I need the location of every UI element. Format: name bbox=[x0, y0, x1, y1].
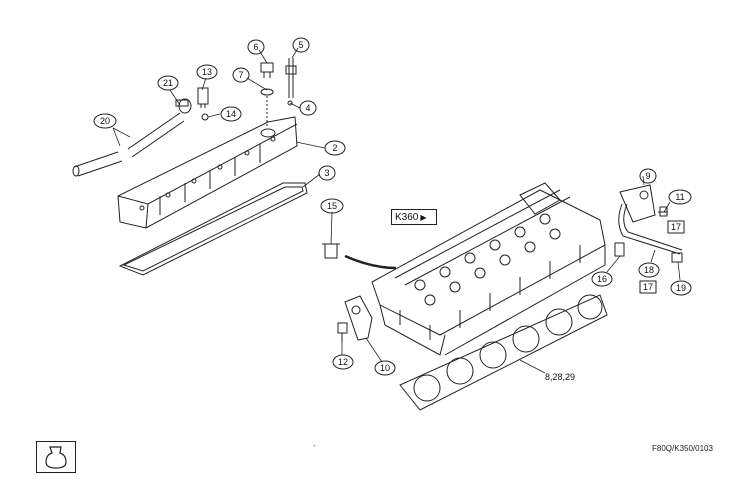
callout-10: 10 bbox=[374, 360, 396, 376]
svg-text:11: 11 bbox=[675, 192, 684, 202]
svg-text:20: 20 bbox=[100, 116, 110, 126]
oil-filler-cap bbox=[260, 62, 274, 78]
figure-code: F80Q/K350/0103 bbox=[652, 444, 713, 453]
svg-text:18: 18 bbox=[644, 265, 654, 275]
union-right bbox=[671, 252, 683, 263]
tick-mark: - bbox=[313, 441, 316, 450]
leader-lines bbox=[112, 47, 681, 374]
svg-text:5: 5 bbox=[298, 40, 303, 50]
rocker-cover-gasket bbox=[118, 182, 308, 276]
breather-fitting bbox=[197, 87, 209, 121]
rocker-cover bbox=[117, 116, 298, 229]
head-gasket bbox=[399, 294, 608, 411]
callout-7: 7 bbox=[232, 67, 250, 83]
injector-stud bbox=[285, 58, 297, 98]
symbol-box bbox=[36, 441, 76, 473]
svg-text:19: 19 bbox=[676, 283, 686, 293]
svg-text:4: 4 bbox=[305, 103, 310, 113]
callout-4: 4 bbox=[299, 100, 317, 116]
lifting-eye-rear bbox=[619, 184, 656, 223]
callout-11: 11 bbox=[668, 189, 692, 205]
sealing-washer bbox=[260, 88, 274, 96]
box-label-17-bottom: 17 bbox=[639, 280, 657, 294]
lifting-eye-front bbox=[344, 295, 373, 341]
callout-20: 20 bbox=[93, 113, 117, 129]
plug bbox=[322, 243, 340, 259]
svg-text:16: 16 bbox=[597, 274, 607, 284]
plain-labels: 8,28,29 bbox=[545, 372, 575, 382]
callout-13: 13 bbox=[196, 64, 218, 80]
pipe bbox=[618, 203, 683, 255]
svg-text:15: 15 bbox=[327, 201, 337, 211]
box-label-17-top: 17 bbox=[667, 220, 685, 234]
svg-text:7: 7 bbox=[238, 70, 243, 80]
reference-box: K360▶ bbox=[391, 209, 437, 225]
callout-16: 16 bbox=[591, 271, 613, 287]
svg-text:3: 3 bbox=[324, 168, 329, 178]
svg-text:17: 17 bbox=[643, 282, 653, 292]
callout-15: 15 bbox=[320, 198, 344, 214]
callout-18: 18 bbox=[638, 262, 660, 278]
cylinder-head bbox=[371, 182, 606, 356]
callout-9: 9 bbox=[639, 168, 657, 184]
callout-21: 21 bbox=[157, 75, 179, 91]
reference-arrow-icon: ▶ bbox=[420, 213, 427, 222]
callout-19: 19 bbox=[670, 280, 692, 296]
svg-text:2: 2 bbox=[332, 143, 337, 153]
gasket-part-numbers: 8,28,29 bbox=[545, 372, 575, 382]
svg-text:17: 17 bbox=[671, 222, 681, 232]
svg-text:9: 9 bbox=[645, 171, 650, 181]
callout-5: 5 bbox=[292, 37, 310, 53]
union-left bbox=[614, 242, 625, 257]
box-labels: 17 17 bbox=[639, 220, 685, 294]
breather-hose bbox=[72, 112, 185, 177]
callout-3: 3 bbox=[318, 165, 336, 181]
reference-label: K360 bbox=[395, 212, 419, 223]
hose-clamp bbox=[175, 98, 192, 114]
svg-text:13: 13 bbox=[202, 67, 212, 77]
callout-14: 14 bbox=[220, 106, 242, 122]
svg-text:10: 10 bbox=[380, 363, 390, 373]
callout-6: 6 bbox=[247, 39, 265, 55]
callout-2: 2 bbox=[324, 140, 346, 156]
svg-text:6: 6 bbox=[253, 42, 258, 52]
engine-shape-icon bbox=[45, 446, 67, 469]
svg-text:12: 12 bbox=[338, 357, 348, 367]
svg-text:21: 21 bbox=[163, 78, 173, 88]
bolt-front bbox=[337, 322, 348, 342]
callouts: 2 3 4 5 6 7 13 14 20 21 15 9 11 16 18 19… bbox=[93, 37, 692, 376]
svg-text:14: 14 bbox=[226, 109, 236, 119]
callout-12: 12 bbox=[332, 354, 354, 370]
bolt-rear bbox=[658, 206, 668, 217]
